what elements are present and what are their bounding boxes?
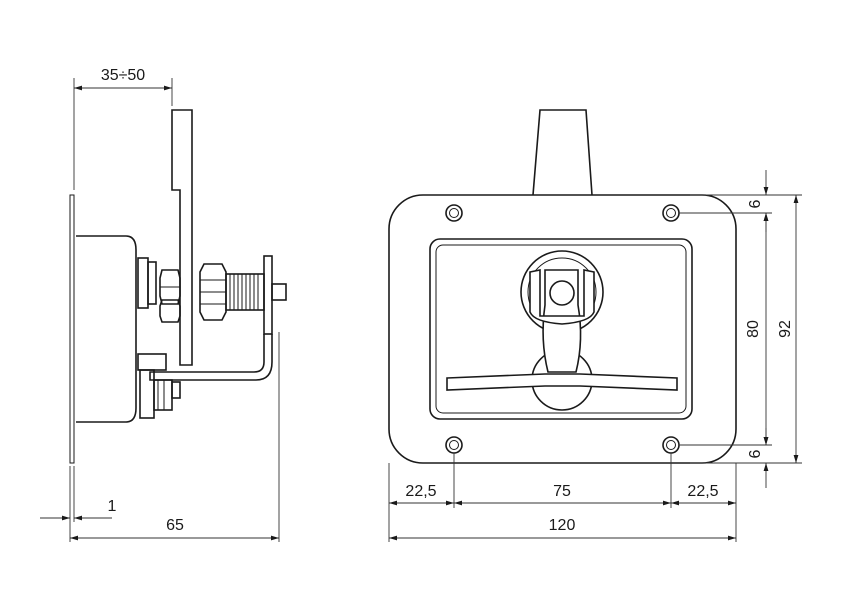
front-view: 22,5 75 22,5 120 6 80 6 92 [388, 109, 802, 542]
front-hole-top-left [445, 204, 463, 222]
side-lower-stem [139, 369, 155, 419]
front-handle-clevis [529, 269, 595, 325]
front-t-handle-bar [446, 373, 678, 391]
dim-label-left-margin: 22,5 [405, 483, 436, 500]
dim-label-bolt-range: 35÷50 [101, 67, 145, 84]
dim-label-bottom-hole-offset: 6 [747, 449, 764, 458]
front-top-stem [532, 109, 593, 196]
side-nut-2 [199, 263, 227, 321]
side-nut-1 [159, 269, 181, 305]
side-nut-1b [159, 299, 181, 323]
front-inner-recess-lip [435, 244, 687, 414]
side-lower-bracket [153, 379, 173, 411]
side-end-plate [263, 255, 273, 335]
dim-label-total-width: 120 [549, 517, 576, 534]
dim-label-total-height: 92 [777, 320, 794, 338]
side-lower-clip [137, 353, 167, 371]
side-bolt-threads [229, 274, 259, 310]
side-flange-plate [69, 194, 75, 464]
dim-label-flange-thickness: 1 [108, 498, 117, 515]
side-l-bracket [149, 334, 273, 381]
side-mounting-plate [171, 109, 193, 366]
dim-label-top-hole-offset: 6 [747, 199, 764, 208]
dim-label-right-margin: 22,5 [687, 483, 718, 500]
side-lower-screw [171, 381, 181, 399]
dim-label-hole-spacing-x: 75 [553, 483, 571, 500]
front-clevis-pin [549, 280, 575, 306]
side-washer-left [137, 257, 149, 309]
side-housing-body [76, 235, 137, 423]
side-washer-left-2 [147, 261, 157, 305]
dim-label-hole-spacing-y: 80 [745, 320, 762, 338]
side-bolt-tip [271, 283, 287, 301]
dim-label-side-depth: 65 [166, 517, 184, 534]
side-view: 35÷50 1 65 [40, 67, 287, 542]
front-inner-recess [429, 238, 693, 420]
